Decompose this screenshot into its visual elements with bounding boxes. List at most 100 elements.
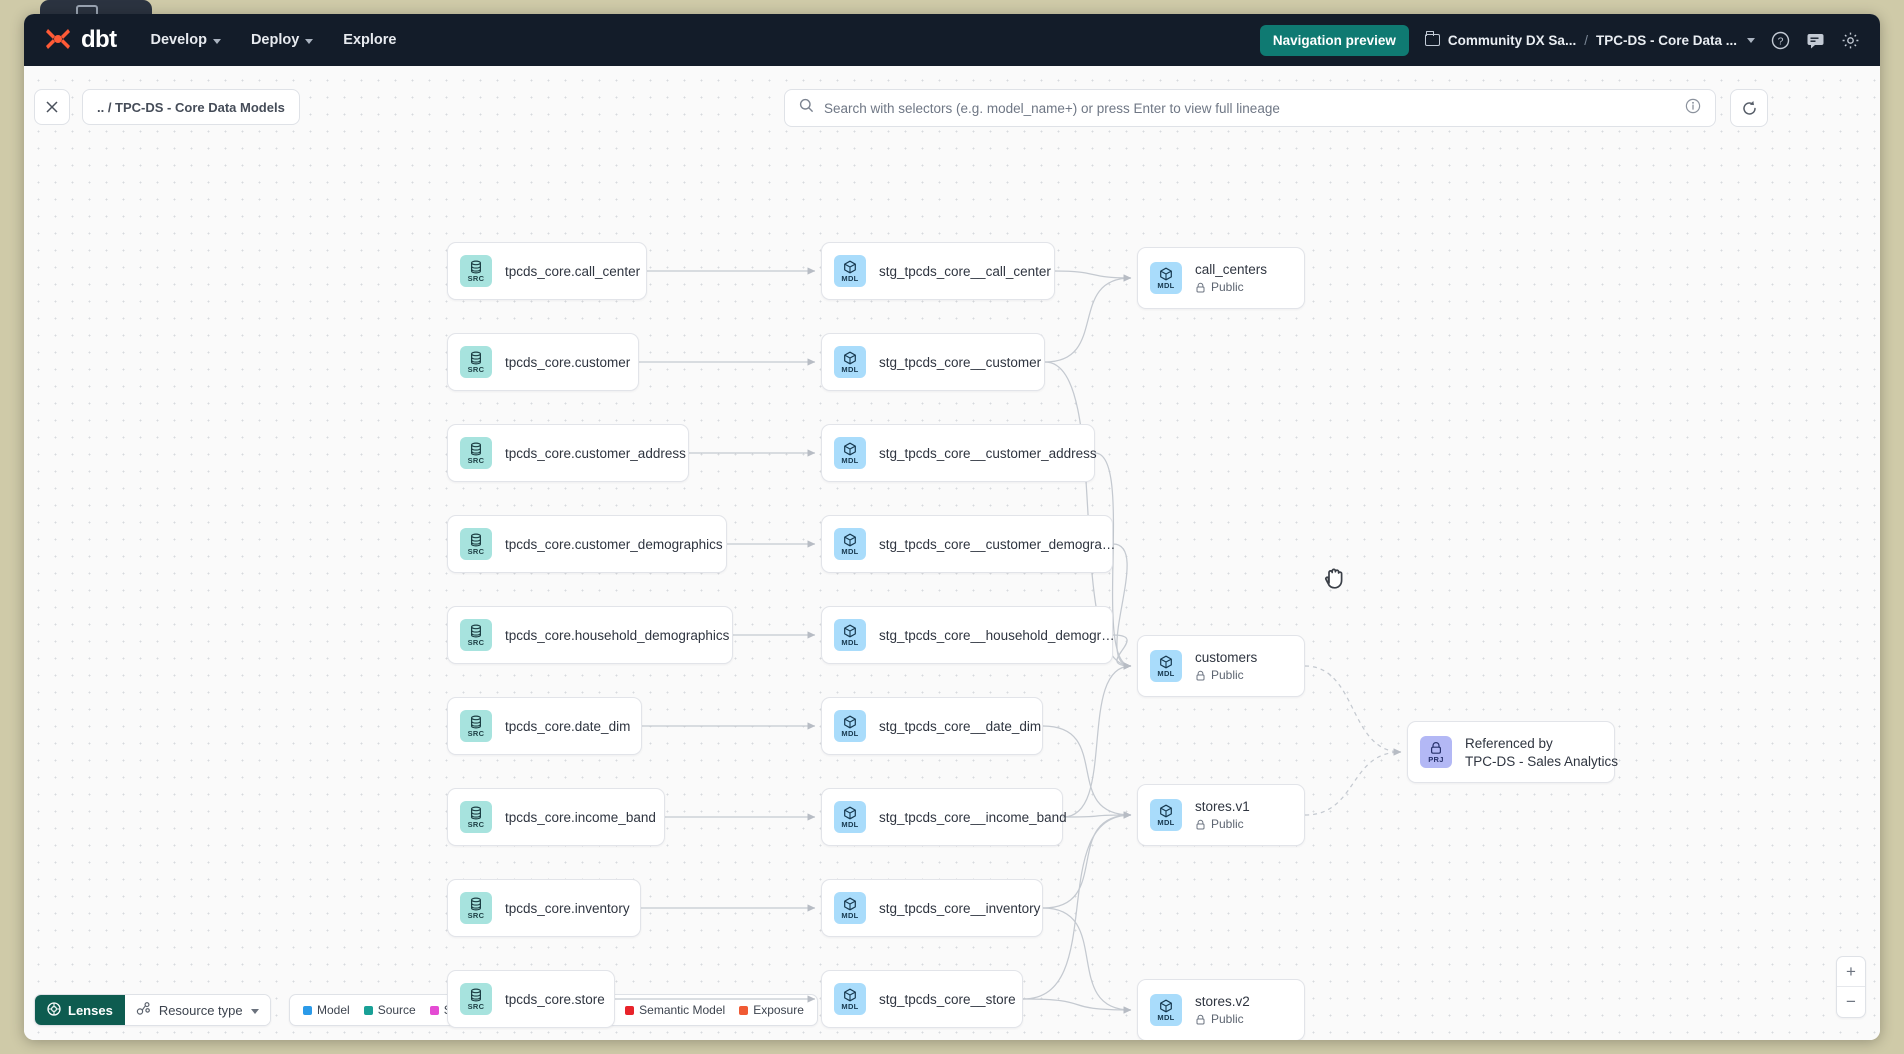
node-label: tpcds_core.income_band bbox=[505, 809, 656, 825]
breadcrumb-separator: / bbox=[1584, 32, 1588, 48]
settings-icon[interactable] bbox=[1841, 31, 1860, 50]
legend-label: Semantic Model bbox=[639, 1003, 726, 1017]
help-icon[interactable]: ? bbox=[1771, 31, 1790, 50]
node-label: tpcds_core.store bbox=[505, 991, 605, 1007]
lineage-breadcrumb[interactable]: .. / TPC-DS - Core Data Models bbox=[82, 89, 300, 125]
nav-item-deploy[interactable]: Deploy bbox=[251, 32, 314, 48]
access-label: Public bbox=[1211, 668, 1244, 682]
chevron-down-icon bbox=[250, 1008, 259, 1014]
edge bbox=[1022, 811, 1132, 1000]
lenses-button[interactable]: Lenses bbox=[35, 995, 125, 1025]
mdl-badge-icon: MDL bbox=[834, 437, 866, 469]
graph-node-src-call-center[interactable]: SRC tpcds_core.call_center bbox=[447, 242, 647, 300]
legend-label: Source bbox=[377, 1003, 416, 1017]
app-window: dbt Develop Deploy Explore Navigation pr… bbox=[24, 14, 1880, 1040]
lenses-group: Lenses Resource type bbox=[34, 994, 271, 1026]
mdl-badge-icon: MDL bbox=[834, 619, 866, 651]
access-label: Public bbox=[1211, 817, 1244, 831]
info-icon[interactable] bbox=[1685, 98, 1701, 119]
lineage-canvas[interactable]: .. / TPC-DS - Core Data Models Search wi… bbox=[24, 66, 1880, 1040]
node-subtitle: Public bbox=[1195, 1012, 1250, 1026]
src-badge-icon: SRC bbox=[460, 801, 492, 833]
chevron-down-icon[interactable] bbox=[1747, 37, 1755, 43]
zoom-out-button[interactable]: − bbox=[1846, 992, 1856, 1011]
graph-node-src-household-demographics[interactable]: SRC tpcds_core.household_demographics bbox=[447, 606, 733, 664]
node-label: stg_tpcds_core__customer_demogra… bbox=[879, 536, 1116, 552]
edge bbox=[1062, 811, 1132, 819]
node-label: tpcds_core.customer_demographics bbox=[505, 536, 723, 552]
top-breadcrumb[interactable]: Community DX Sa... / TPC-DS - Core Data … bbox=[1424, 31, 1755, 48]
node-label: stg_tpcds_core__store bbox=[879, 991, 1016, 1007]
zoom-in-button[interactable]: + bbox=[1837, 957, 1865, 987]
node-title: call_centers bbox=[1195, 262, 1268, 277]
lineage-edges bbox=[615, 267, 1402, 1014]
zoom-controls: + − bbox=[1836, 956, 1866, 1018]
navigation-preview-button[interactable]: Navigation preview bbox=[1259, 24, 1409, 56]
search-input[interactable]: Search with selectors (e.g. model_name+)… bbox=[824, 100, 1280, 116]
mdl-badge-icon: MDL bbox=[834, 801, 866, 833]
mdl-badge-icon: MDL bbox=[834, 346, 866, 378]
src-badge-icon: SRC bbox=[460, 255, 492, 287]
node-label: tpcds_core.call_center bbox=[505, 263, 641, 279]
edge bbox=[1042, 725, 1132, 819]
edge bbox=[1112, 634, 1132, 670]
graph-node-mdl-stg-customer-address[interactable]: MDL stg_tpcds_core__customer_address bbox=[821, 424, 1097, 482]
edge bbox=[1022, 998, 1132, 1014]
node-subtitle: Public bbox=[1195, 280, 1267, 294]
top-navigation-bar: dbt Develop Deploy Explore Navigation pr… bbox=[24, 14, 1880, 66]
nav-label-develop: Develop bbox=[150, 32, 207, 48]
breadcrumb-project[interactable]: TPC-DS - Core Data ... bbox=[1595, 32, 1737, 48]
resource-type-dropdown[interactable]: Resource type bbox=[124, 995, 270, 1025]
graph-node-src-store[interactable]: SRC tpcds_core.store bbox=[447, 970, 615, 1028]
breadcrumb-account[interactable]: Community DX Sa... bbox=[1447, 32, 1577, 48]
mdl-badge-icon: MDL bbox=[834, 528, 866, 560]
nav-item-explore[interactable]: Explore bbox=[343, 32, 396, 48]
graph-node-src-income-band[interactable]: SRC tpcds_core.income_band bbox=[447, 788, 665, 846]
graph-node-mdl-stg-customer-demographics[interactable]: MDL stg_tpcds_core__customer_demogra… bbox=[821, 515, 1116, 573]
mdl-badge-icon: MDL bbox=[834, 710, 866, 742]
search-box[interactable]: Search with selectors (e.g. model_name+)… bbox=[784, 89, 1716, 127]
chevron-down-icon bbox=[305, 38, 314, 44]
node-label: stg_tpcds_core__inventory bbox=[879, 900, 1041, 916]
lock-icon bbox=[1196, 282, 1205, 292]
close-button[interactable] bbox=[34, 89, 70, 125]
node-label: tpcds_core.inventory bbox=[505, 900, 630, 916]
mdl-badge-icon: MDL bbox=[1150, 994, 1182, 1026]
chevron-down-icon bbox=[212, 38, 221, 44]
nav-label-explore: Explore bbox=[343, 32, 397, 48]
src-badge-icon: SRC bbox=[460, 437, 492, 469]
feedback-icon[interactable] bbox=[1806, 31, 1825, 50]
refresh-button[interactable] bbox=[1730, 89, 1768, 127]
src-badge-icon: SRC bbox=[460, 983, 492, 1015]
node-title: customers bbox=[1195, 650, 1258, 665]
resource-nodes-icon bbox=[136, 1001, 151, 1019]
edge-dashed bbox=[1304, 748, 1402, 816]
node-title: stores.v1 bbox=[1195, 799, 1250, 814]
node-label: stg_tpcds_core__customer_address bbox=[879, 445, 1097, 461]
top-right-group: Navigation preview Community DX Sa... / … bbox=[1259, 24, 1860, 56]
node-label: tpcds_core.household_demographics bbox=[505, 627, 730, 643]
lenses-label: Lenses bbox=[68, 1002, 113, 1018]
src-badge-icon: SRC bbox=[460, 619, 492, 651]
legend-item-semantic-model: Semantic Model bbox=[625, 1003, 725, 1017]
brand-logo[interactable]: dbt bbox=[44, 27, 117, 53]
nav-item-develop[interactable]: Develop bbox=[151, 32, 221, 48]
mdl-badge-icon: MDL bbox=[1150, 799, 1182, 831]
